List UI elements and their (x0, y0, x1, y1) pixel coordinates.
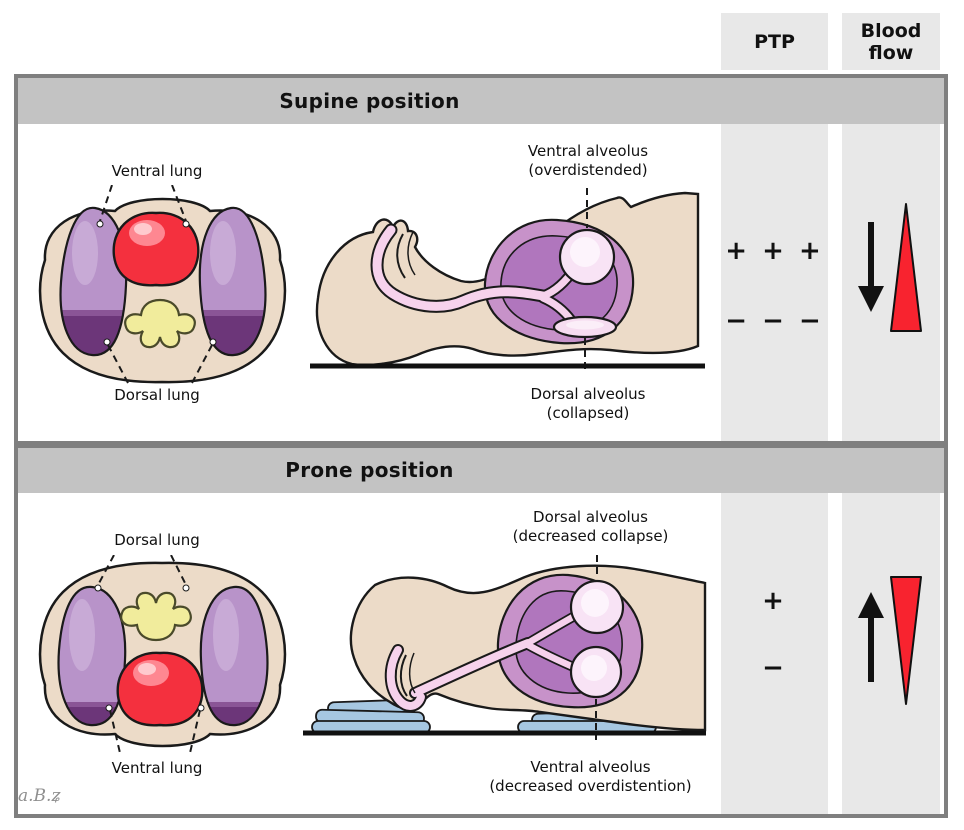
blood-flow-column-label: Blood flow (860, 19, 922, 64)
supine-ptp-positive: + + + (725, 236, 824, 266)
ptp-strip-prone (721, 493, 828, 814)
right-lung (198, 206, 267, 357)
pointer-tips (94, 584, 205, 712)
ventral-alveolus-overdistended (558, 228, 616, 286)
prone-ventral-alveolus-label: Ventral alveolus (decreased overdistenti… (489, 758, 692, 795)
ptp-strip-supine (721, 124, 828, 441)
dorsal-alveolus-collapsed (552, 315, 618, 339)
blood-flow-strip-prone (842, 493, 940, 814)
supine-sagittal-illustration (310, 188, 705, 373)
prone-ptp-positive: + (762, 586, 787, 616)
supine-title-bar (18, 78, 944, 124)
row-divider (18, 441, 944, 448)
supine-ventral-alveolus-label: Ventral alveolus (overdistended) (527, 142, 649, 179)
supine-ptp-negative: − − − (725, 306, 824, 336)
vertebra-shape (124, 298, 196, 349)
supine-blood-flow-indicator (858, 203, 922, 332)
ventral-alveolus-decreased-overdistention (569, 645, 623, 699)
prone-ptp-negative: − (762, 653, 787, 683)
prone-blood-flow-indicator (858, 576, 922, 705)
supine-dorsal-alveolus-label: Dorsal alveolus (collapsed) (530, 385, 646, 422)
ptp-column-label: PTP (754, 30, 795, 53)
prone-ventral-lung-label: Ventral lung (111, 759, 203, 777)
vertebra-shape (120, 591, 192, 642)
blood-flow-column-header: Blood flow (842, 13, 940, 70)
up-arrow-icon (858, 592, 884, 682)
heart-shape (116, 651, 204, 727)
supine-title: Supine position (279, 89, 460, 113)
pointer-lines (99, 185, 213, 384)
dorsal-alveolus-decreased-collapse (569, 579, 625, 635)
prone-sagittal-illustration (303, 555, 707, 740)
prone-dorsal-alveolus-label: Dorsal alveolus (decreased collapse) (512, 508, 669, 545)
blood-flow-strip-supine (842, 124, 940, 441)
supine-dorsal-lung-label: Dorsal lung (114, 386, 200, 404)
pointer-lines (595, 555, 598, 740)
artist-signature: a.B.ʑ (18, 786, 61, 806)
pointer-lines (97, 555, 201, 754)
head-towel-stack (311, 698, 431, 734)
prone-cross-section-illustration (38, 555, 287, 754)
blood-flow-gradient-triangle-icon (890, 576, 922, 705)
ptp-column-header: PTP (721, 13, 828, 70)
right-lung (199, 585, 269, 727)
down-arrow-icon (858, 222, 884, 312)
pointer-tips (96, 220, 217, 346)
prone-dorsal-lung-label: Dorsal lung (114, 531, 200, 549)
prone-title-bar (18, 448, 944, 493)
supine-cross-section-illustration (38, 185, 287, 384)
supine-ventral-lung-label: Ventral lung (111, 162, 203, 180)
blood-flow-gradient-triangle-icon (890, 203, 922, 332)
heart-shape (112, 211, 200, 287)
prone-title: Prone position (285, 458, 454, 482)
left-lung (57, 585, 127, 727)
